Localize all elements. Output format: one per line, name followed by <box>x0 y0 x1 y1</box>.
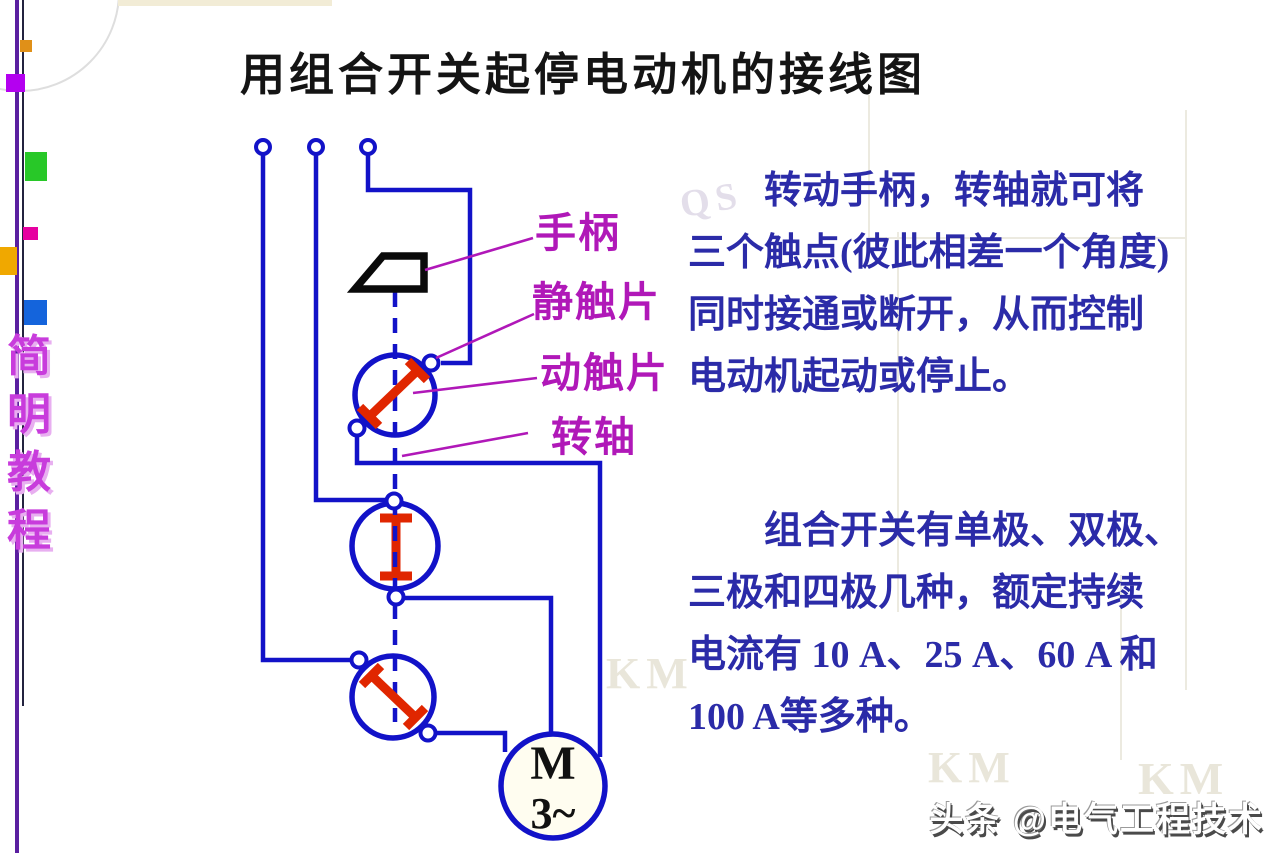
ghost-vline-2 <box>897 232 899 612</box>
paragraph-1-line-3: 同时接通或断开，从而控制 <box>688 294 1145 336</box>
leader-moving-contact <box>412 376 538 395</box>
leader-static-contact <box>435 312 535 360</box>
paragraph-2-line-1: 组合开关有单极、双极、 <box>764 510 1183 552</box>
label-static-contact: 静触片 <box>532 279 661 325</box>
label-leader-lines <box>401 236 538 458</box>
sidebar-vertical-char-3: 教 <box>7 448 51 497</box>
ghost-hline-1 <box>868 237 1186 239</box>
wire-phase-3 <box>365 154 473 366</box>
top-cream-strip <box>118 0 332 6</box>
ghost-vline-4 <box>1120 575 1122 760</box>
paragraph-1: 转动手柄，转轴就可将 三个触点(彼此相差一个角度) 同时接通或断开，从而控制 电… <box>688 160 1248 408</box>
motor-circle <box>498 731 608 841</box>
wire-switch3-to-motor <box>434 730 508 752</box>
static-contact-3a <box>349 650 369 670</box>
deco-square-green <box>25 152 47 181</box>
ghost-label-km-2: KM <box>928 743 1016 792</box>
paragraph-2: 组合开关有单极、双极、 三极和四极几种，额定持续 电流有 10 A、25 A、6… <box>688 500 1248 748</box>
deco-square-orange-small <box>20 40 32 52</box>
ghost-label-km-1: KM <box>606 649 694 698</box>
paragraph-2-line-4: 100 A等多种。 <box>688 696 932 738</box>
watermark-text: 头条 @电气工程技术 <box>929 801 1264 839</box>
supply-terminal-3 <box>359 138 377 156</box>
left-purple-rule <box>15 0 19 853</box>
ghost-vline-3 <box>1185 110 1187 690</box>
motor-phase: 3~ <box>530 789 576 838</box>
deco-square-purple <box>6 74 25 92</box>
static-contact-1a <box>421 353 441 373</box>
paragraph-2-line-2: 三极和四极几种，额定持续 <box>688 572 1145 614</box>
paragraph-1-line-2: 三个触点(彼此相差一个角度) <box>688 232 1170 274</box>
moving-contact-3 <box>358 662 429 731</box>
label-moving-contact: 动触片 <box>540 350 669 396</box>
supply-terminal-2 <box>307 138 325 156</box>
left-dark-rule <box>22 0 24 706</box>
static-contact-3b <box>418 723 438 743</box>
static-contact-2b <box>386 587 406 607</box>
wire-phase-2 <box>313 154 386 503</box>
ghost-label-km-3: KM <box>1138 753 1230 804</box>
wire-switch2-to-motor <box>403 595 554 736</box>
leader-handle <box>424 236 534 272</box>
wire-phase-1 <box>260 154 351 663</box>
leader-shaft <box>401 431 529 458</box>
static-contact-2a <box>384 491 404 511</box>
sidebar-vertical-char-4: 程 <box>7 506 51 555</box>
paragraph-1-line-4: 电动机起动或停止。 <box>688 356 1031 398</box>
deco-square-orange-large <box>0 247 17 275</box>
label-shaft: 转轴 <box>551 414 637 460</box>
label-handle: 手柄 <box>535 210 621 256</box>
sidebar-vertical-char-2: 明 <box>7 390 51 439</box>
wire-switch1-to-motor <box>354 434 603 757</box>
moving-contact-1 <box>356 357 431 430</box>
ghost-vline-1 <box>868 95 870 240</box>
supply-terminal-1 <box>254 138 272 156</box>
sidebar-vertical-char-1: 简 <box>7 332 51 381</box>
paragraph-1-line-1: 转动手柄，转轴就可将 <box>764 170 1145 212</box>
motor-letter: M <box>530 737 576 790</box>
deco-square-blue <box>24 300 47 325</box>
page-title: 用组合开关起停电动机的接线图 <box>240 50 927 100</box>
deco-square-magenta <box>23 227 38 240</box>
paragraph-2-line-3: 电流有 10 A、25 A、60 A 和 <box>688 634 1158 676</box>
static-contact-1b <box>347 418 367 438</box>
handle-symbol <box>346 252 428 293</box>
